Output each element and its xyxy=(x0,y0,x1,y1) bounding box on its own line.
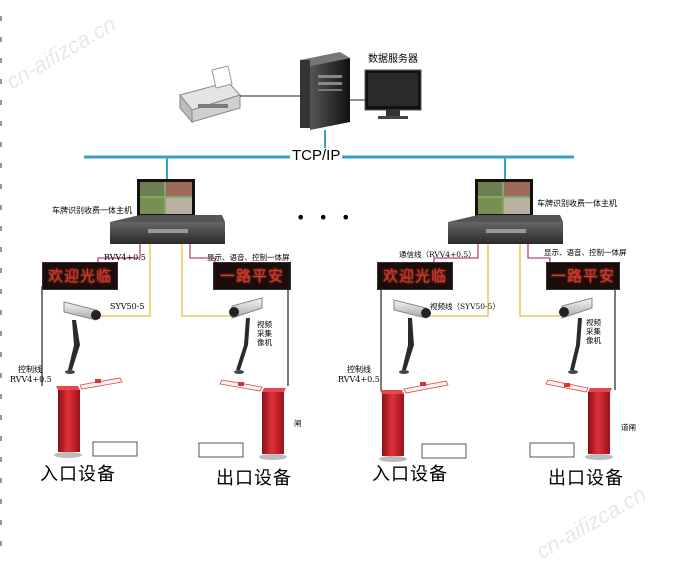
left-cable-exit-led xyxy=(189,244,216,262)
right-cable-label-top-left: 通信线（RVV4+0.5） xyxy=(399,250,476,259)
left-entry-led-screen: 欢迎光临 xyxy=(42,262,118,290)
right-exit-camera-icon xyxy=(559,297,593,374)
left-control-cable-title: 控制线 xyxy=(18,365,42,374)
right-entry-label: 入口设备 xyxy=(372,464,448,485)
left-exit-camera-icon xyxy=(229,297,263,374)
left-exit-label: 出口设备 xyxy=(216,468,292,489)
right-cable-label-top-right: 显示、语音、控制一体屏 xyxy=(544,248,627,257)
right-cable-exit-camera xyxy=(519,244,566,317)
edge-ticks xyxy=(0,0,2,562)
left-camera-label: 视频采集像机 xyxy=(257,320,272,347)
right-cable-exit-led xyxy=(527,244,551,262)
right-cable-entry-camera xyxy=(424,244,489,317)
left-host-box xyxy=(110,215,225,244)
right-camera-label: 视频采集像机 xyxy=(586,318,601,345)
left-cable-entry-led xyxy=(97,244,141,262)
right-control-cable-spec: RVV4+0.5 xyxy=(338,375,380,384)
left-entry-barrier-gate xyxy=(54,377,123,458)
right-gate-label: 道闸 xyxy=(621,423,636,432)
right-host-box xyxy=(448,215,563,244)
server-label: 数据服务器 xyxy=(368,54,418,65)
left-cable-label-top-right: 显示、语音、控制一体屏 xyxy=(207,253,290,262)
left-entry-camera-icon xyxy=(63,301,101,374)
right-cable-entry-led xyxy=(433,244,479,262)
right-host-label: 车牌识别收费一体主机 xyxy=(537,199,617,208)
left-entry-label: 入口设备 xyxy=(40,464,116,485)
ellipsis-more-stations: • • • xyxy=(296,208,355,227)
right-exit-led-screen: 一路平安 xyxy=(546,262,620,290)
left-gate-label: 闸 xyxy=(294,419,302,428)
right-entry-led-screen: 欢迎光临 xyxy=(377,262,453,290)
left-exit-barrier-gate xyxy=(219,379,287,460)
left-cable-label-top-left: RVV4+0.5 xyxy=(104,253,146,262)
right-exit-label: 出口设备 xyxy=(548,468,624,489)
left-entry-ticket-box xyxy=(92,441,138,457)
printer-icon xyxy=(179,65,241,124)
left-video-cable-label: SYV50-5 xyxy=(110,302,145,311)
right-host-monitor xyxy=(475,179,533,217)
right-entry-ticket-box xyxy=(421,443,467,459)
left-exit-led-screen: 一路平安 xyxy=(213,262,291,290)
left-exit-ticket-box xyxy=(198,442,244,458)
right-entry-camera-icon xyxy=(393,299,431,374)
right-control-cable-title: 控制线 xyxy=(347,365,371,374)
server-monitor-icon xyxy=(364,69,422,119)
right-entry-barrier-gate xyxy=(379,380,449,462)
left-host-monitor xyxy=(137,179,195,217)
left-cable-exit-camera xyxy=(181,244,234,317)
left-cable-entry-camera xyxy=(96,244,151,317)
right-exit-barrier-gate xyxy=(545,379,613,460)
left-host-label: 车牌识别收费一体主机 xyxy=(52,206,132,215)
left-control-cable-spec: RVV4+0.5 xyxy=(10,375,52,384)
server-tower-icon xyxy=(300,52,350,130)
right-video-cable-label: 视频线（SYV50-5） xyxy=(430,302,500,311)
right-exit-ticket-box xyxy=(529,442,575,458)
network-label: TCP/IP xyxy=(290,147,343,164)
